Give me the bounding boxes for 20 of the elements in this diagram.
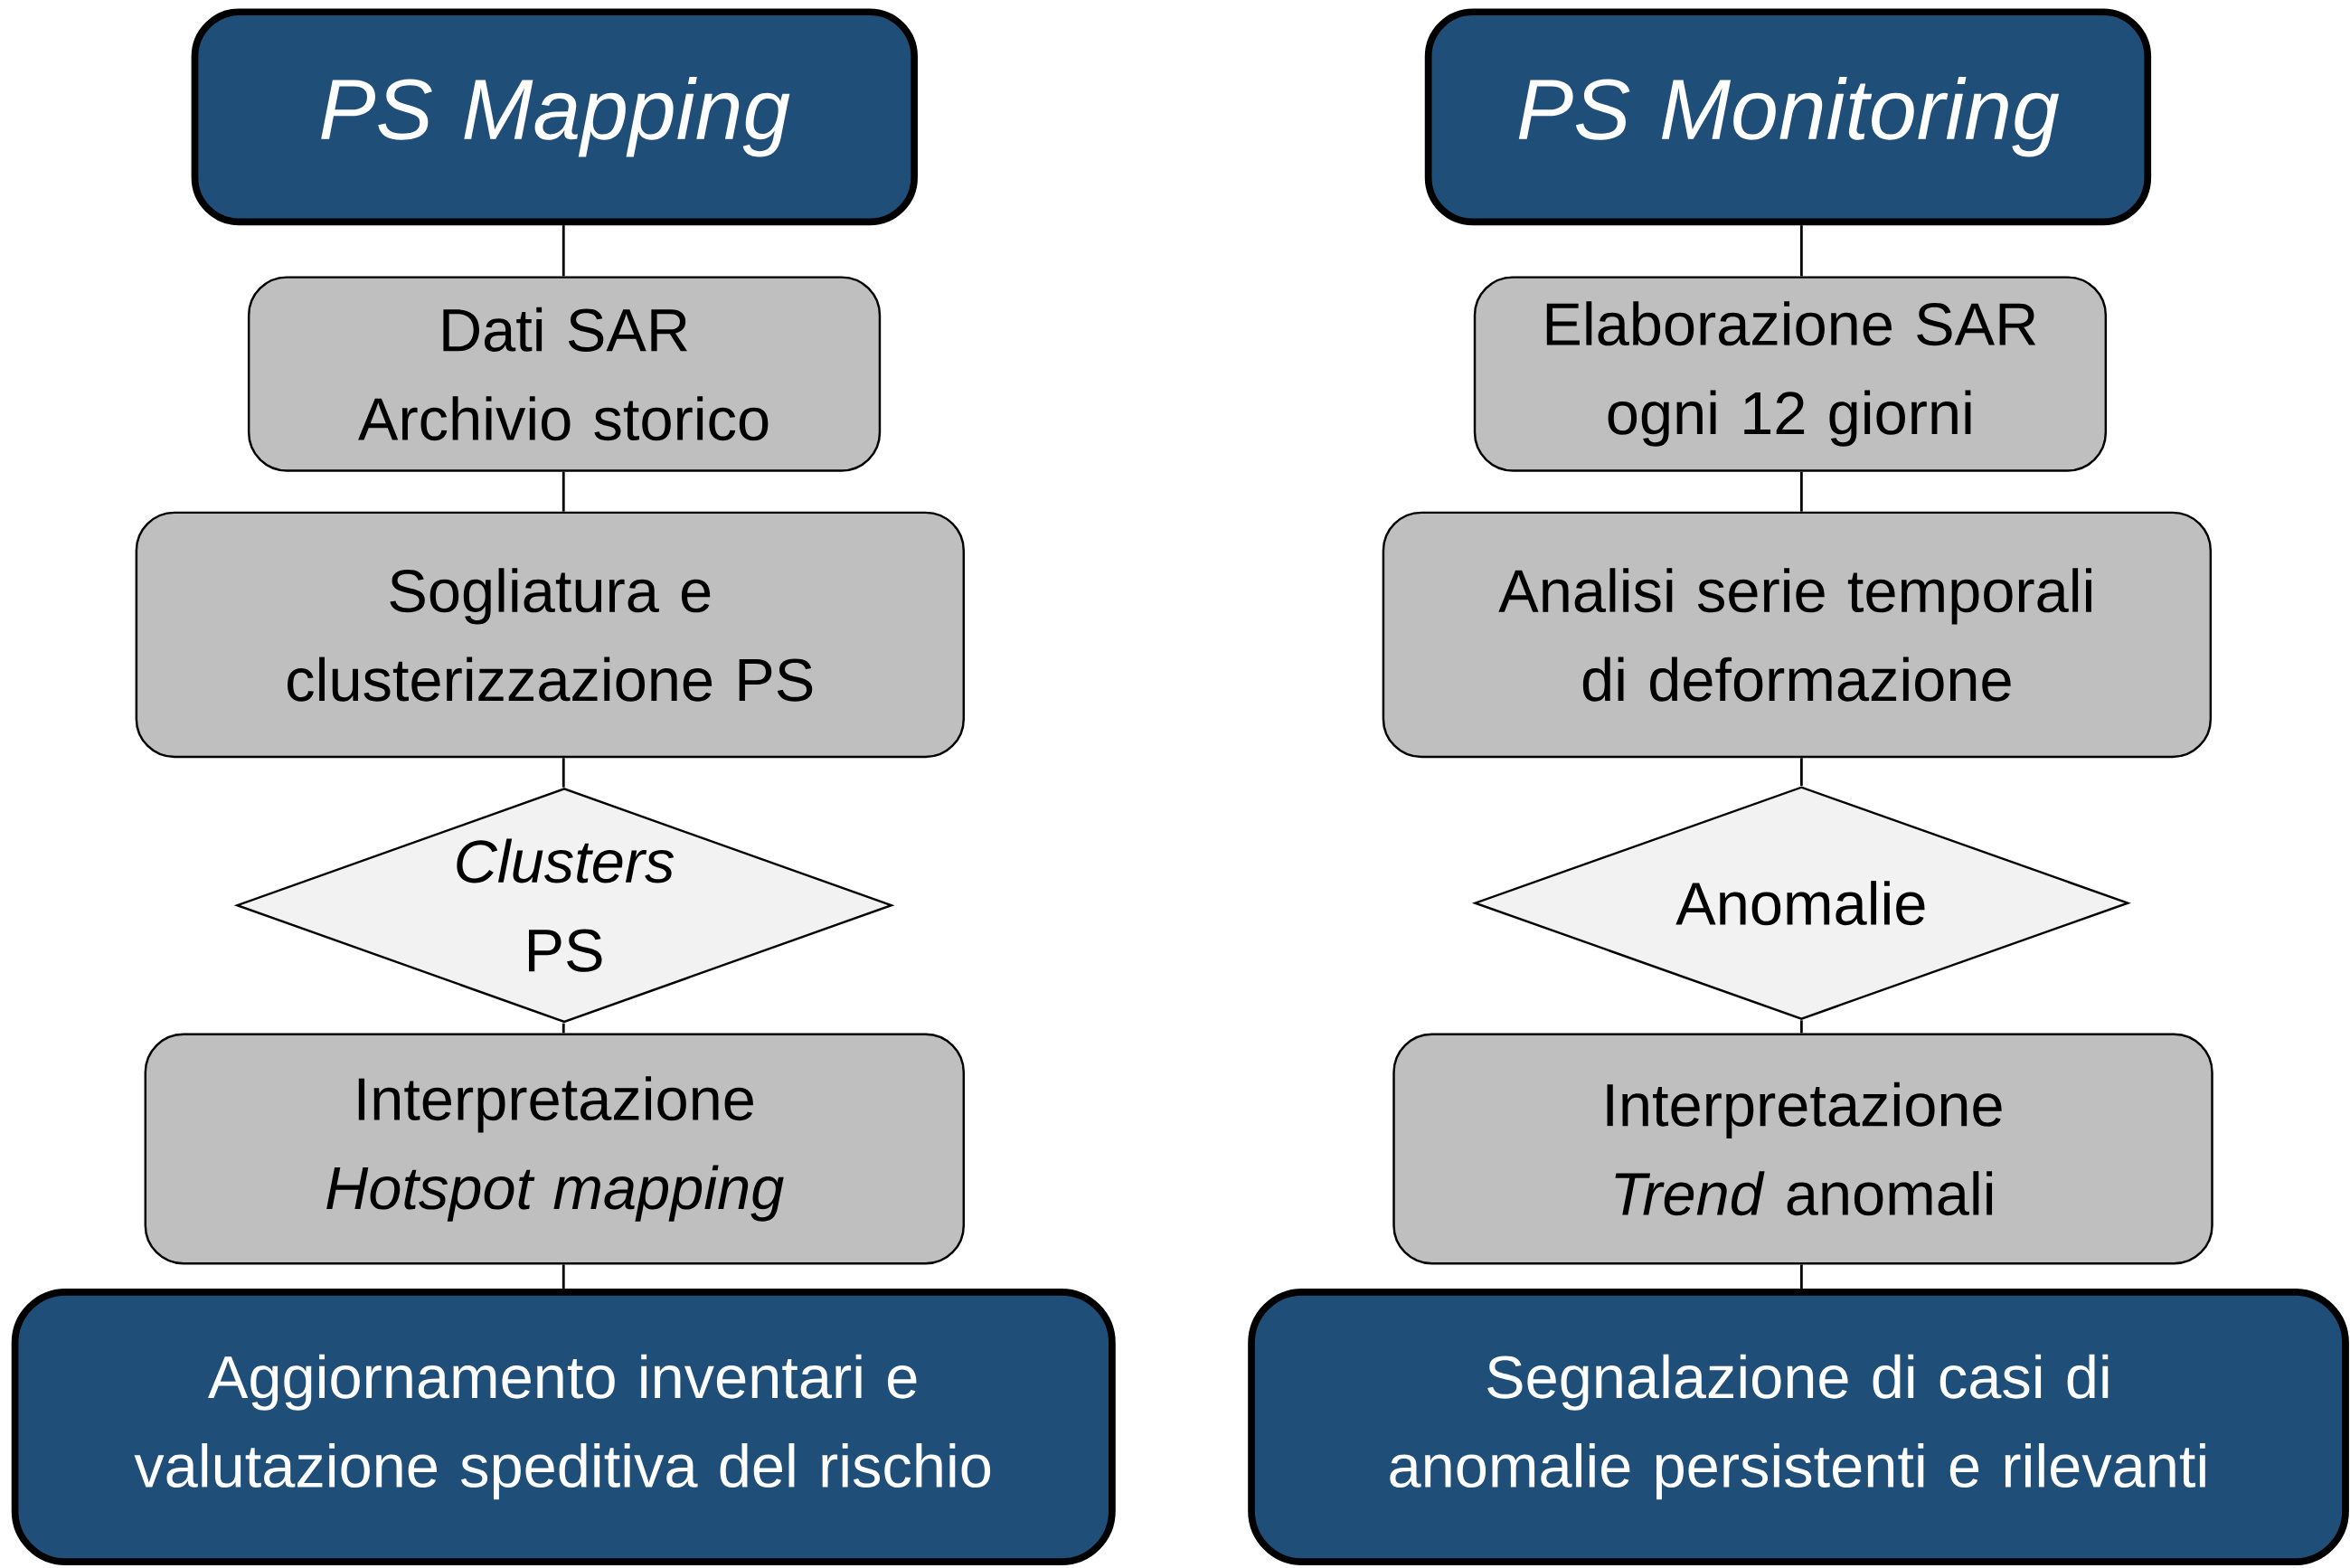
- connector-line: [562, 471, 565, 512]
- process-box: Interpretazione Trend anomali: [1392, 1033, 2213, 1265]
- connector-line: [1799, 1020, 1803, 1034]
- process-box: Interpretazione Hotspot mapping: [144, 1033, 966, 1265]
- process-box: Analisi serie temporali di deformazione: [1382, 511, 2213, 759]
- connector-line: [562, 1023, 565, 1034]
- title-box: PS Monitoring: [1424, 8, 2152, 226]
- connector-line: [1799, 758, 1803, 787]
- connector-line: [1799, 1264, 1803, 1289]
- connector-line: [1799, 225, 1803, 277]
- connector-line: [562, 225, 565, 277]
- connector-line: [562, 758, 565, 788]
- connector-line: [1799, 471, 1803, 512]
- result-box: Aggiornamento inventari e valutazione speditiva del rischio: [11, 1289, 1116, 1566]
- title-box: PS Mapping: [191, 8, 918, 226]
- connector-line: [562, 1264, 565, 1289]
- process-box: Sogliatura e clusterizzazione PS: [135, 511, 966, 759]
- process-box: Dati SAR Archivio storico: [247, 276, 882, 472]
- process-box: Elaborazione SAR ogni 12 giorni: [1473, 276, 2108, 472]
- result-box: Segnalazione di casi di anomalie persistenti e rilevanti: [1248, 1289, 2349, 1566]
